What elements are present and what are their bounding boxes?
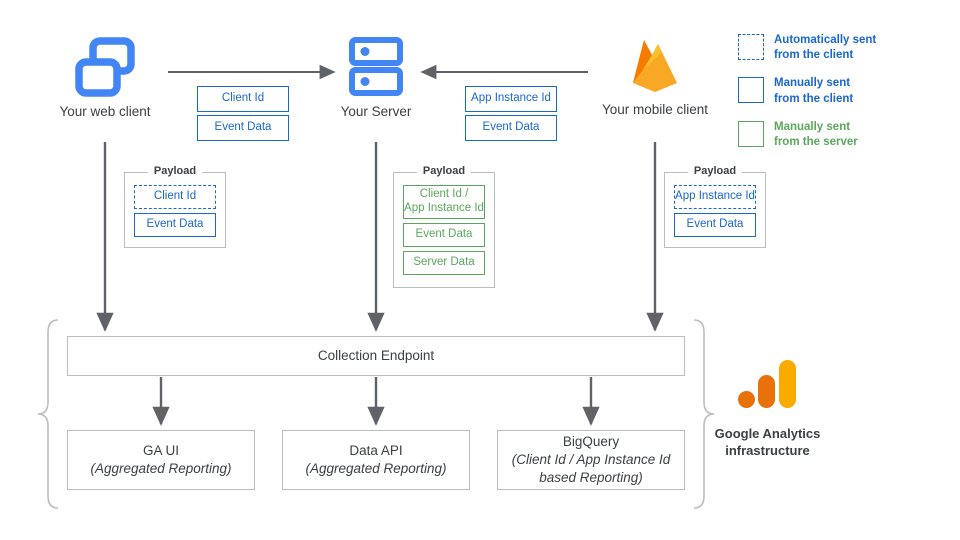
payload-item: Event Data <box>134 213 216 237</box>
legend-swatch-solid-blue <box>738 77 764 104</box>
legend-swatch-solid-green <box>738 120 764 147</box>
payload-title: Payload <box>416 165 472 177</box>
payload-item: Client Id / App Instance Id <box>403 185 485 219</box>
payload-web-client: Payload Client Id Event Data <box>124 165 226 248</box>
collection-endpoint-label: Collection Endpoint <box>317 347 435 363</box>
output-box-bigquery: BigQuery (Client Id / App Instance Id ba… <box>497 430 685 490</box>
transfer-chip: Event Data <box>197 115 289 141</box>
node-web-client: Your web client <box>45 36 165 119</box>
ga-infrastructure: Google Analytics infrastructure <box>700 358 835 460</box>
output-title: BigQuery <box>562 433 620 449</box>
payload-item: Client Id <box>134 185 216 209</box>
bracket-left <box>37 319 59 509</box>
transfer-chip: Event Data <box>465 115 557 141</box>
output-box-ga-ui: GA UI (Aggregated Reporting) <box>67 430 255 490</box>
payload-server: Payload Client Id / App Instance Id Even… <box>393 165 495 288</box>
bracket-right <box>693 319 715 509</box>
payload-title: Payload <box>687 165 743 177</box>
payload-item: Event Data <box>674 213 756 237</box>
firebase-flame-icon <box>633 40 677 92</box>
node-server: Your Server <box>316 36 436 119</box>
payload-mobile-client: Payload App Instance Id Event Data <box>664 165 766 248</box>
legend-label: Automatically sent from the client <box>774 34 877 62</box>
payload-title: Payload <box>147 165 203 177</box>
legend-item: Manually sent from the server <box>738 120 938 150</box>
transfer-chip: Client Id <box>197 86 289 112</box>
payload-item: App Instance Id <box>674 185 756 209</box>
payload-item: Server Data <box>403 251 485 275</box>
legend-label: Manually sent from the server <box>774 120 858 148</box>
legend-item: Manually sent from the client <box>738 76 938 106</box>
google-analytics-logo <box>737 360 796 408</box>
output-subtitle: (Aggregated Reporting) <box>305 461 447 476</box>
web-client-label: Your web client <box>59 104 151 119</box>
payload-item: Event Data <box>403 223 485 247</box>
output-subtitle: (Client Id / App Instance Id based Repor… <box>511 451 671 486</box>
output-subtitle: (Aggregated Reporting) <box>90 461 232 476</box>
node-mobile-client: Your mobile client <box>588 34 722 117</box>
transfer-web-to-server: Client Id Event Data <box>197 86 289 141</box>
ga-infrastructure-label: Google Analytics infrastructure <box>714 426 821 458</box>
transfer-mobile-to-server: App Instance Id Event Data <box>465 86 557 141</box>
legend-swatch-dashed-blue <box>738 34 764 60</box>
server-label: Your Server <box>340 104 412 119</box>
output-title: Data API <box>349 442 403 458</box>
legend-item: Automatically sent from the client <box>738 33 938 63</box>
transfer-chip: App Instance Id <box>465 86 557 112</box>
output-title: GA UI <box>142 442 179 458</box>
collection-endpoint-box: Collection Endpoint <box>67 336 685 376</box>
web-windows-icon <box>75 37 135 97</box>
legend: Automatically sent from the client Manua… <box>738 33 938 150</box>
legend-label: Manually sent from the client <box>774 77 854 105</box>
output-box-data-api: Data API (Aggregated Reporting) <box>282 430 470 490</box>
mobile-client-label: Your mobile client <box>601 102 709 117</box>
server-rack-icon <box>349 37 403 96</box>
